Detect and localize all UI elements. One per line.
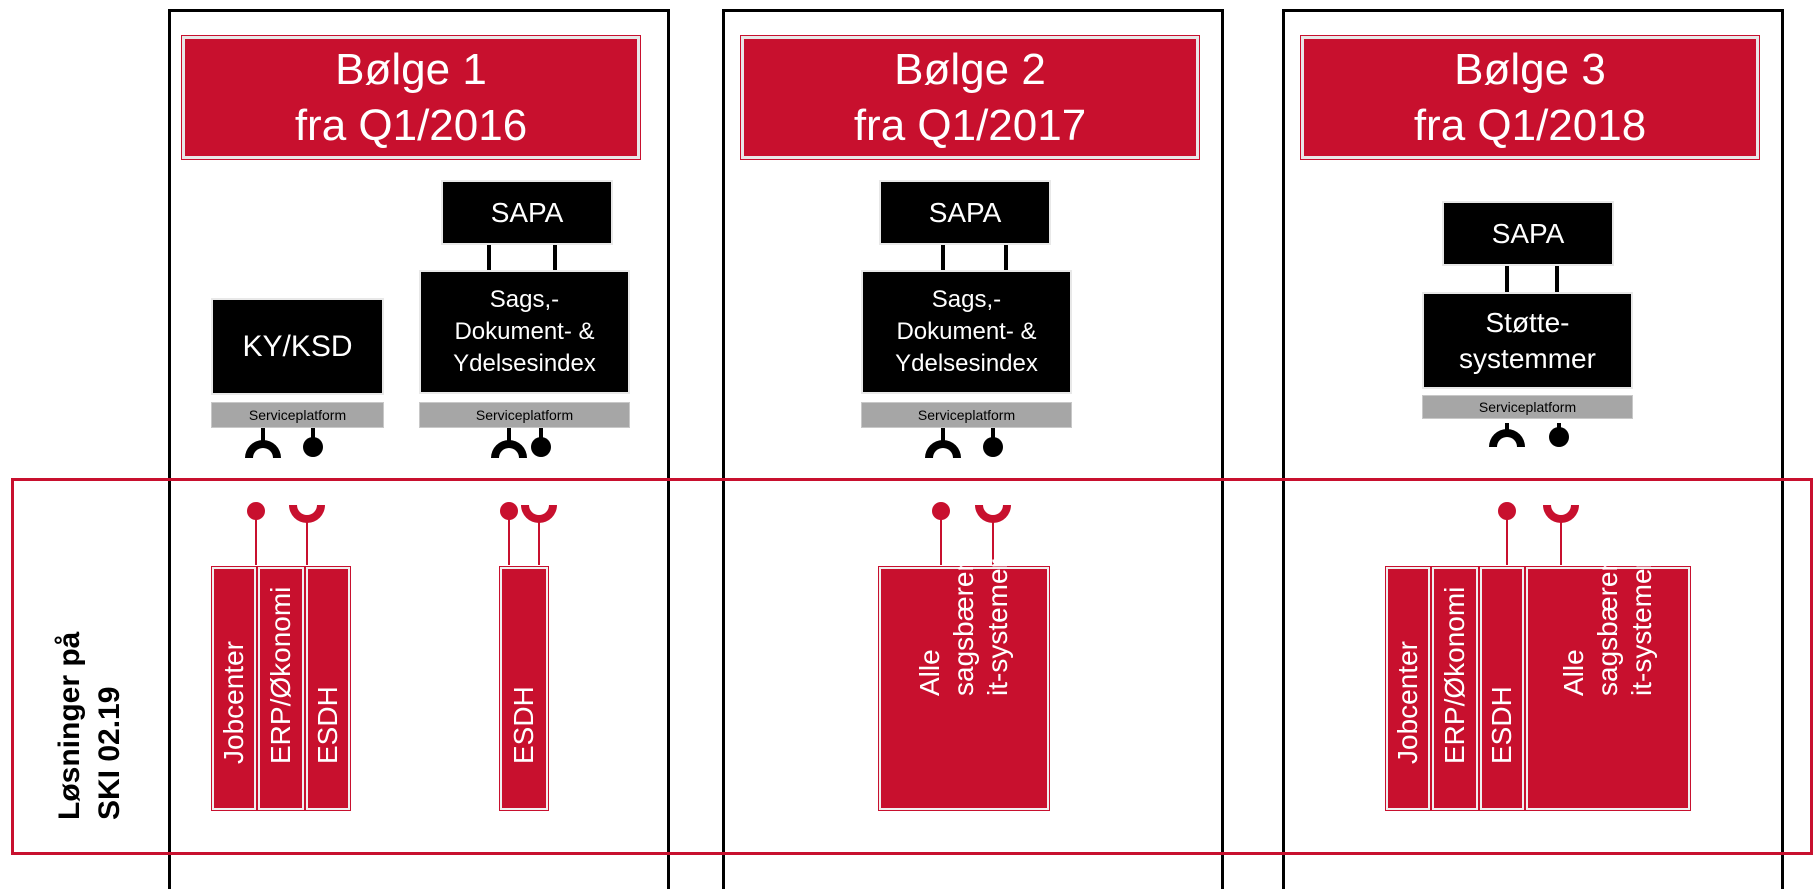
solution-esdh-w1: ESDH [306,567,350,810]
solutions-side-label: Løsninger på SKI 02.19 [53,631,126,820]
stotte-block: Støtte- systemmer [1422,292,1633,389]
esdh-label: ESDH [1486,686,1517,764]
jobcenter-label: Jobcenter [218,641,249,764]
serviceplatform-w2: Serviceplatform [861,402,1072,428]
serviceplatform-w1a: Serviceplatform [211,402,384,428]
wave-2-header: Bølge 2 fra Q1/2017 [741,36,1199,159]
solution-esdh-w1b: ESDH [500,567,548,810]
alle-label: Alle sagsbærende it-systemer [914,524,1013,696]
solution-erp-w1: ERP/Økonomi [258,567,304,810]
sags-index-block-w2: Sags,- Dokument- & Ydelsesindex [861,270,1072,394]
sags-index-block-w1: Sags,- Dokument- & Ydelsesindex [419,270,630,394]
wave-3-column [1282,9,1784,889]
solution-alle-w3: Alle sagsbærende it-systemer [1526,525,1690,810]
wave-2-column [722,9,1224,889]
serviceplatform-w3: Serviceplatform [1422,395,1633,419]
sapa-block-w2: SAPA [879,180,1051,245]
wave-1-header: Bølge 1 fra Q1/2016 [182,36,640,159]
solution-esdh-w3: ESDH [1480,567,1524,810]
erp-label: ERP/Økonomi [265,586,296,764]
serviceplatform-w1b: Serviceplatform [419,402,630,428]
solutions-band [11,478,1813,855]
wave-3-header: Bølge 3 fra Q1/2018 [1301,36,1759,159]
esdh-label: ESDH [312,686,343,764]
solution-jobcenter-w1: Jobcenter [212,567,256,810]
esdh-label: ESDH [508,686,539,764]
erp-label: ERP/Økonomi [1439,586,1470,764]
solution-jobcenter-w3: Jobcenter [1386,567,1430,810]
wave-1-column [168,9,670,889]
sapa-block-w3: SAPA [1442,201,1614,266]
jobcenter-label: Jobcenter [1392,641,1423,764]
sapa-block-w1: SAPA [441,180,613,245]
alle-label: Alle sagsbærende it-systemer [1558,524,1657,696]
kyksd-block: KY/KSD [211,298,384,395]
solution-erp-w3: ERP/Økonomi [1432,567,1478,810]
solution-alle-w2: Alle sagsbærende it-systemer [879,525,1049,810]
